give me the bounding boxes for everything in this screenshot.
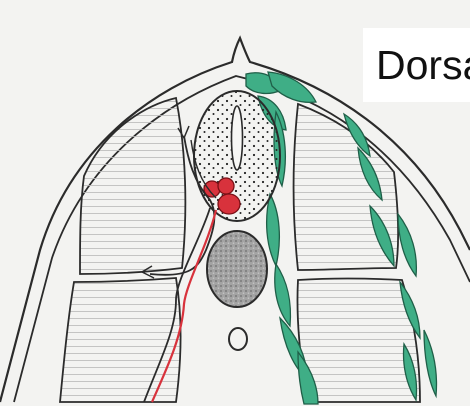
notochord-ring (229, 328, 247, 350)
orientation-label: Dorsal (376, 42, 470, 88)
vertebral-body (207, 231, 267, 307)
orientation-label-box: Dorsal (363, 28, 470, 102)
central-canal (232, 106, 243, 170)
left-upper-muscle-block (80, 98, 185, 274)
left-lower-muscle-block (60, 278, 181, 402)
